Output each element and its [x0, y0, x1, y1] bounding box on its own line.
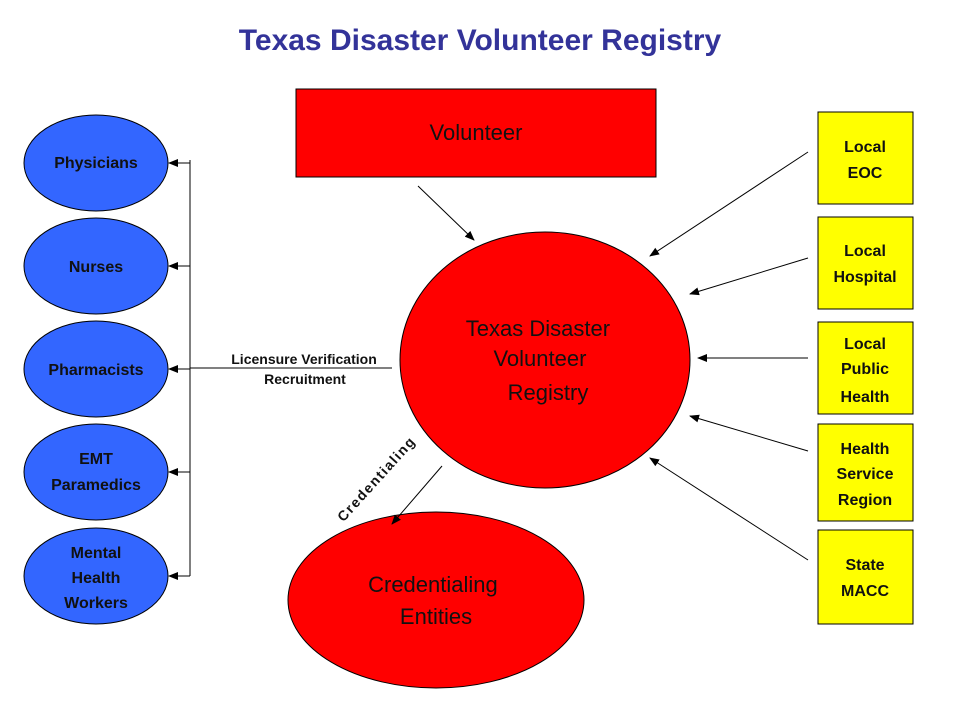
professional-label-line: Mental	[71, 545, 122, 562]
professional-label-line: Paramedics	[51, 477, 141, 494]
registry-label-line: Volunteer	[493, 346, 586, 371]
source-label-line: Health	[841, 441, 890, 458]
source-label-line: Local	[844, 139, 886, 156]
professional-label-line: Workers	[64, 595, 128, 612]
credentialing-label: Credentialing	[334, 433, 419, 525]
source-label-line: Service	[837, 466, 894, 483]
source-label-line: EOC	[848, 165, 883, 182]
credentialing-entities-line: Credentialing	[368, 572, 498, 597]
registry-label-line: Texas Disaster	[466, 316, 610, 341]
professional-label-line: Pharmacists	[48, 362, 143, 379]
professional-label: Pharmacists	[48, 362, 143, 379]
source-arrow	[649, 457, 809, 561]
professional-label-line: Nurses	[69, 259, 123, 276]
volunteer-to-registry-arrow	[417, 185, 475, 241]
credentialing-entities-label: Credentialing Entities	[368, 572, 504, 629]
credentialing-entities-line: Entities	[400, 604, 472, 629]
professional-ellipse	[23, 423, 169, 521]
professional-label: Nurses	[69, 259, 123, 276]
source-box	[817, 216, 914, 310]
source-label-line: MACC	[841, 583, 889, 600]
registry-to-credentialing-arrow	[391, 465, 443, 525]
registry-label: Texas Disaster Volunteer Registry	[466, 316, 616, 405]
registry-label-line: Registry	[508, 380, 589, 405]
source-label-line: Public	[841, 361, 889, 378]
source-label-line: Health	[841, 389, 890, 406]
professional-label-line: Health	[72, 570, 121, 587]
source-box	[817, 111, 914, 205]
registry-circle	[399, 231, 691, 489]
professional-label-line: EMT	[79, 451, 113, 468]
professional-label: EMT Paramedics	[51, 451, 141, 494]
credentialing-entities-ellipse	[287, 511, 585, 689]
volunteer-label: Volunteer	[430, 120, 523, 145]
page-title: Texas Disaster Volunteer Registry	[238, 24, 722, 57]
source-box	[817, 321, 914, 415]
source-label-line: Local	[844, 243, 886, 260]
source-label-line: State	[845, 557, 884, 574]
licensure-label-line1: Licensure Verification	[231, 351, 377, 367]
source-label-line: Region	[838, 492, 892, 509]
professional-label-line: Physicians	[54, 155, 138, 172]
source-arrow	[689, 414, 809, 452]
source-label-line: Local	[844, 336, 886, 353]
professional-label: Physicians	[54, 155, 138, 172]
source-label-line: Hospital	[833, 269, 896, 286]
source-arrow	[649, 151, 809, 257]
source-box	[817, 529, 914, 625]
source-arrow	[689, 257, 809, 296]
volunteer-box	[295, 88, 657, 178]
source-box	[817, 423, 914, 522]
licensure-label-line2: Recruitment	[264, 371, 346, 387]
